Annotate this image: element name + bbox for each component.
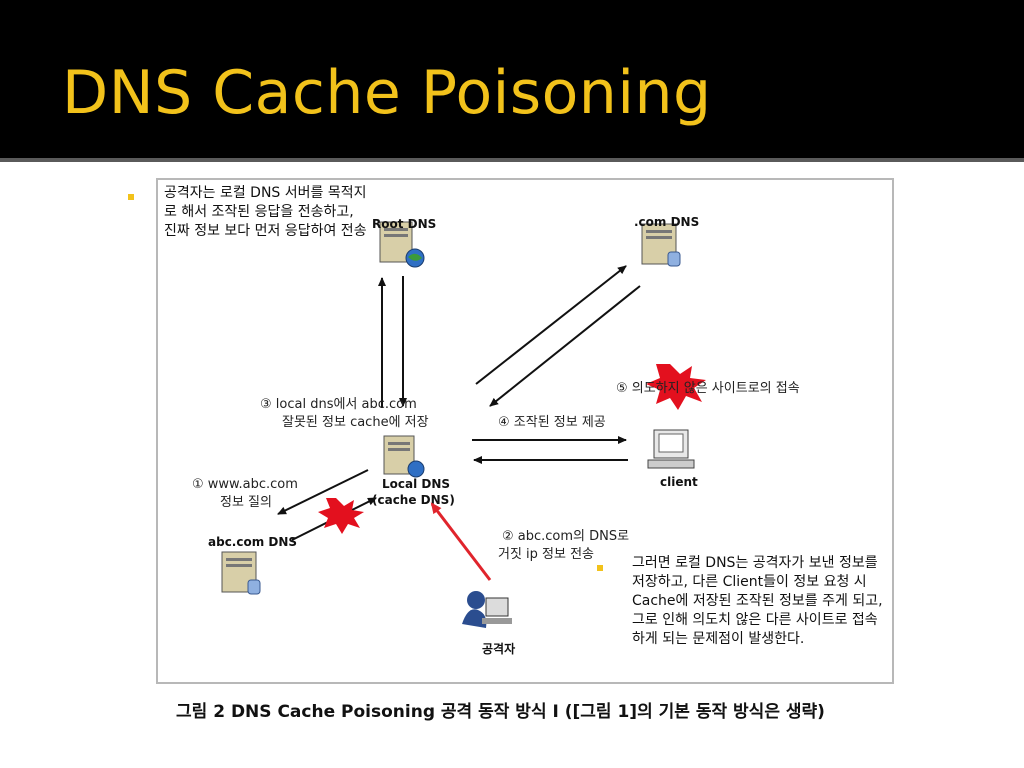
step3-line1: ③ local dns에서 abc.com: [260, 397, 417, 412]
local-dns-sublabel: (cache DNS): [372, 493, 455, 507]
bullet-marker-2: [597, 565, 603, 571]
figure-caption: 그림 2 DNS Cache Poisoning 공격 동작 방식 I ([그림…: [176, 702, 825, 722]
com-dns-server-icon: [641, 223, 681, 267]
slide-header: DNS Cache Poisoning: [0, 0, 1024, 160]
abc-dns-label: abc.com DNS: [208, 535, 297, 549]
step4-label: ④ 조작된 정보 제공: [498, 415, 606, 430]
step3-line2: 잘못된 정보 cache에 저장: [282, 415, 429, 430]
step1-line1: ① www.abc.com: [192, 477, 298, 492]
local-dns-label: Local DNS: [382, 477, 450, 491]
root-dns-server-icon: [379, 221, 425, 268]
step1-line2: 정보 질의: [220, 495, 272, 510]
local-dns-server-icon: [383, 435, 425, 478]
bullet-marker-1: [128, 194, 134, 200]
client-computer-icon: [647, 429, 695, 469]
arrow-com-to-local: [489, 285, 641, 407]
collision-burst-left: [318, 498, 364, 534]
arrow-local-to-abc: [277, 469, 369, 515]
attacker-icon: [462, 591, 512, 628]
com-dns-label: .com DNS: [634, 215, 699, 229]
bullet-text-2: 그러면 로컬 DNS는 공격자가 보낸 정보를 저장하고, 다른 Client들…: [632, 554, 888, 649]
step5-label: ⑤ 의도하지 않은 사이트로의 접속: [616, 381, 800, 396]
step2-line1: ② abc.com의 DNS로: [502, 529, 629, 544]
root-dns-label: Root DNS: [372, 217, 436, 231]
step2-line2: 거짓 ip 정보 전송: [498, 547, 594, 562]
client-label: client: [660, 475, 698, 489]
bullet-text-1: 공격자는 로컬 DNS 서버를 목적지로 해서 조작된 응답을 전송하고, 진짜…: [164, 184, 369, 241]
header-divider: [0, 158, 1024, 162]
arrow-local-to-com: [475, 265, 627, 385]
collision-burst-right: [646, 364, 706, 410]
abc-dns-server-icon: [221, 551, 261, 595]
slide-title: DNS Cache Poisoning: [62, 58, 712, 128]
attacker-label: 공격자: [482, 641, 515, 656]
attack-arrow: [430, 502, 492, 581]
dns-poisoning-diagram: Root DNS .com DNS Local DNS (cache DNS) …: [192, 215, 800, 656]
